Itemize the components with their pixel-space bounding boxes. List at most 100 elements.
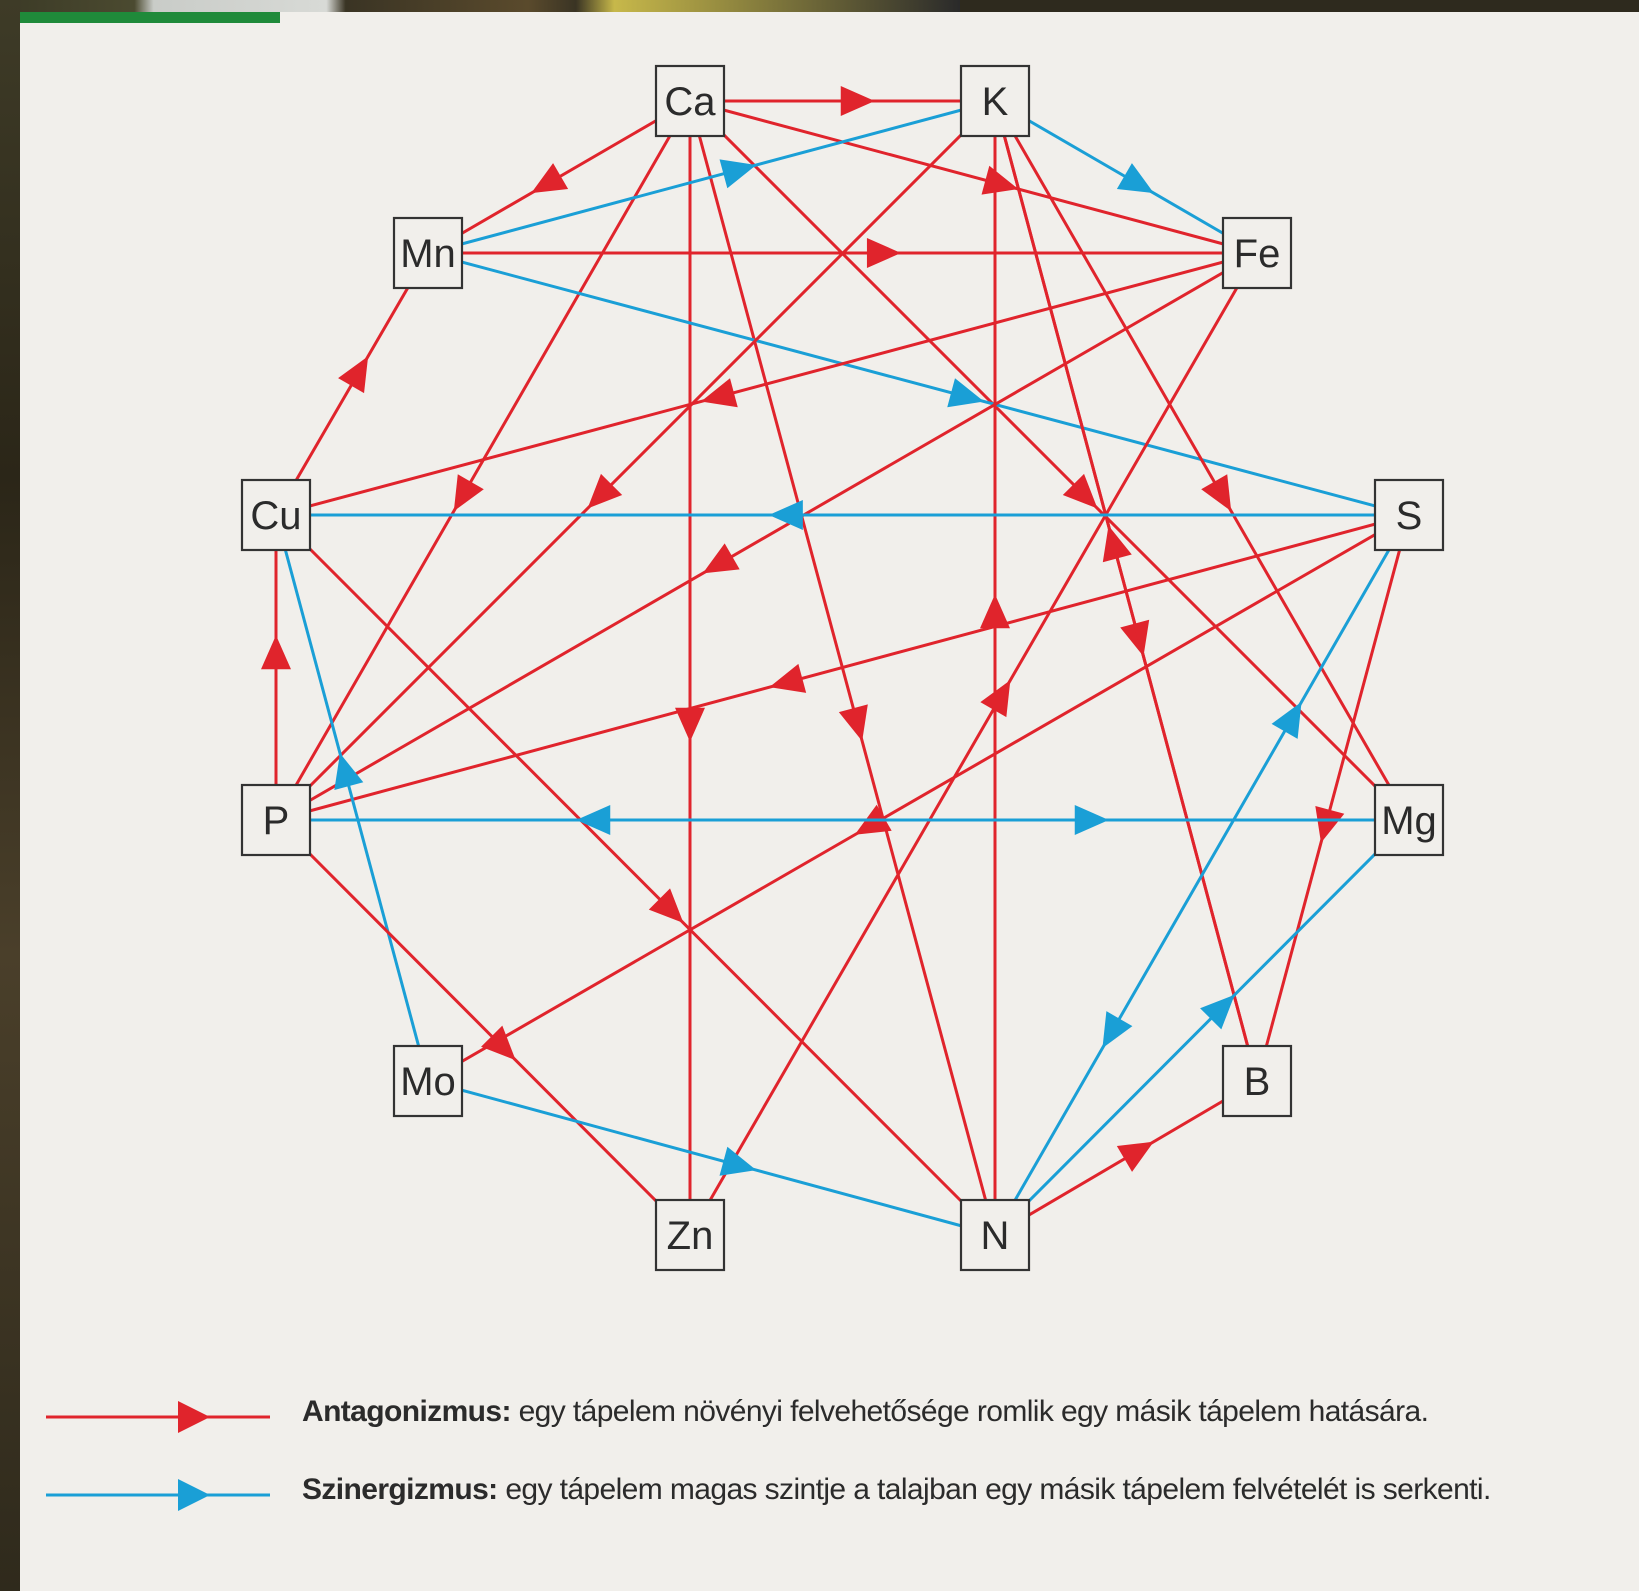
node-label-S: S — [1396, 494, 1423, 538]
node-box-B — [1221, 1044, 1293, 1118]
arrow-N-B — [1116, 1141, 1154, 1172]
arrow-K-Mg — [1201, 474, 1232, 512]
node-K: K — [959, 64, 1031, 138]
arrow-Mg-P — [576, 805, 611, 835]
node-box-Zn — [654, 1198, 726, 1272]
arrow-P-Cu — [261, 635, 291, 670]
arrow-Ca-Mg — [1062, 473, 1098, 509]
node-Ca: Ca — [654, 64, 726, 138]
edge-K-Mg-antagonism — [993, 100, 1411, 821]
arrow-Mn-K — [719, 159, 757, 189]
edge-Ca-Mg-antagonism — [688, 99, 1411, 822]
node-box-P — [240, 783, 312, 857]
arrow-N-Mg — [1200, 994, 1235, 1030]
arrow-Ca-Mn — [531, 163, 569, 194]
arrow-S-Cu — [768, 500, 803, 530]
arrow-N-K — [980, 594, 1010, 629]
arrow-S-P — [769, 663, 807, 693]
arrow-Fe-P — [702, 543, 740, 574]
node-label-Mg: Mg — [1381, 799, 1437, 843]
arrow-P-Mg — [1074, 805, 1109, 835]
arrow-Zn-Fe — [980, 680, 1011, 718]
node-label-N: N — [981, 1214, 1010, 1258]
legend-swatch-antagonism — [46, 1401, 270, 1433]
node-S: S — [1373, 478, 1445, 552]
node-box-Ca — [654, 64, 726, 138]
arrow-Fe-Cu — [701, 378, 738, 408]
edge-K-P-antagonism — [274, 99, 997, 822]
node-P: P — [240, 783, 312, 857]
legend-desc-antagonism: egy tápelem növényi felvehetősége romlik… — [510, 1395, 1429, 1428]
node-label-B: B — [1244, 1060, 1271, 1104]
edge-Fe-P-antagonism — [275, 251, 1258, 822]
edge-Zn-Fe-antagonism — [688, 252, 1259, 1236]
arrow-Ca-Zn — [675, 707, 705, 742]
node-Mo: Mo — [392, 1044, 464, 1118]
edge-Mn-S-synergism — [427, 251, 1410, 517]
arrow-B-K — [1102, 525, 1132, 563]
node-label-P: P — [263, 799, 290, 843]
node-label-K: K — [982, 80, 1009, 124]
arrow-Mo-Cu — [334, 753, 364, 791]
edge-Ca-Fe-antagonism — [689, 99, 1258, 255]
edge-Mn-K-synergism — [427, 99, 996, 255]
edge-Mo-N-synergism — [427, 1079, 996, 1237]
node-label-Mn: Mn — [400, 232, 456, 276]
node-label-Mo: Mo — [400, 1060, 456, 1104]
edge-S-B-antagonism — [1255, 514, 1411, 1082]
edge-layer — [261, 86, 1411, 1237]
edge-Mo-Cu-synergism — [274, 514, 430, 1082]
legend-item-antagonism: Antagonizmus: egy tápelem növényi felveh… — [40, 1385, 1639, 1445]
node-Zn: Zn — [654, 1198, 726, 1272]
node-box-K — [959, 64, 1031, 138]
node-B: B — [1221, 1044, 1293, 1118]
edge-N-Mg-synergism — [993, 818, 1411, 1237]
node-box-Mo — [392, 1044, 464, 1118]
node-Cu: Cu — [240, 478, 312, 552]
node-Mg: Mg — [1373, 783, 1445, 857]
edge-P-Zn-antagonism — [274, 818, 692, 1237]
arrow-Ca-K — [840, 86, 875, 116]
legend-desc-synergism: egy tápelem magas szintje a talajban egy… — [497, 1473, 1491, 1506]
node-box-N — [959, 1198, 1031, 1272]
arrow-N-S — [1271, 701, 1302, 739]
node-box-Mn — [392, 216, 464, 290]
node-box-Mg — [1373, 783, 1445, 857]
arrow-Mo-N — [719, 1146, 757, 1176]
node-box-S — [1373, 478, 1445, 552]
edge-S-Mo-antagonism — [427, 513, 1410, 1083]
photo-edge — [0, 0, 20, 1591]
arrow-S-N — [1102, 1011, 1133, 1049]
accent-bar — [20, 12, 280, 23]
node-label-Fe: Fe — [1234, 232, 1281, 276]
node-box-Fe — [1221, 216, 1293, 290]
node-N: N — [959, 1198, 1031, 1272]
legend-swatch-synergism — [46, 1479, 270, 1511]
node-label-Cu: Cu — [250, 494, 301, 538]
arrow-Ca-Fe — [981, 165, 1019, 195]
arrow-Mn-S — [947, 378, 984, 408]
arrow-S-B — [1315, 805, 1345, 843]
arrow-K-Fe — [1116, 163, 1154, 194]
node-box-Cu — [240, 478, 312, 552]
arrow-P-Zn — [481, 1025, 516, 1061]
node-Mn: Mn — [392, 216, 464, 290]
node-Fe: Fe — [1221, 216, 1293, 290]
arrow-Cu-N — [648, 888, 684, 924]
edge-S-P-antagonism — [275, 513, 1410, 822]
legend-term-synergism: Szinergizmus: — [302, 1473, 498, 1506]
legend-item-synergism: Szinergizmus: egy tápelem magas szintje … — [40, 1463, 1639, 1523]
photo-strip — [0, 0, 960, 12]
arrow-Mn-Fe — [866, 238, 901, 268]
arrow-Ca-N — [838, 704, 868, 742]
arrow-K-P — [587, 473, 623, 509]
arrow-Ca-P — [453, 474, 484, 512]
node-label-Zn: Zn — [667, 1214, 714, 1258]
legend-term-antagonism: Antagonizmus: — [302, 1395, 511, 1428]
edge-Cu-N-antagonism — [274, 513, 997, 1237]
arrow-Cu-Mn — [338, 356, 369, 394]
edge-Fe-Cu-antagonism — [275, 251, 1258, 517]
edge-S-N-synergism — [993, 514, 1411, 1236]
